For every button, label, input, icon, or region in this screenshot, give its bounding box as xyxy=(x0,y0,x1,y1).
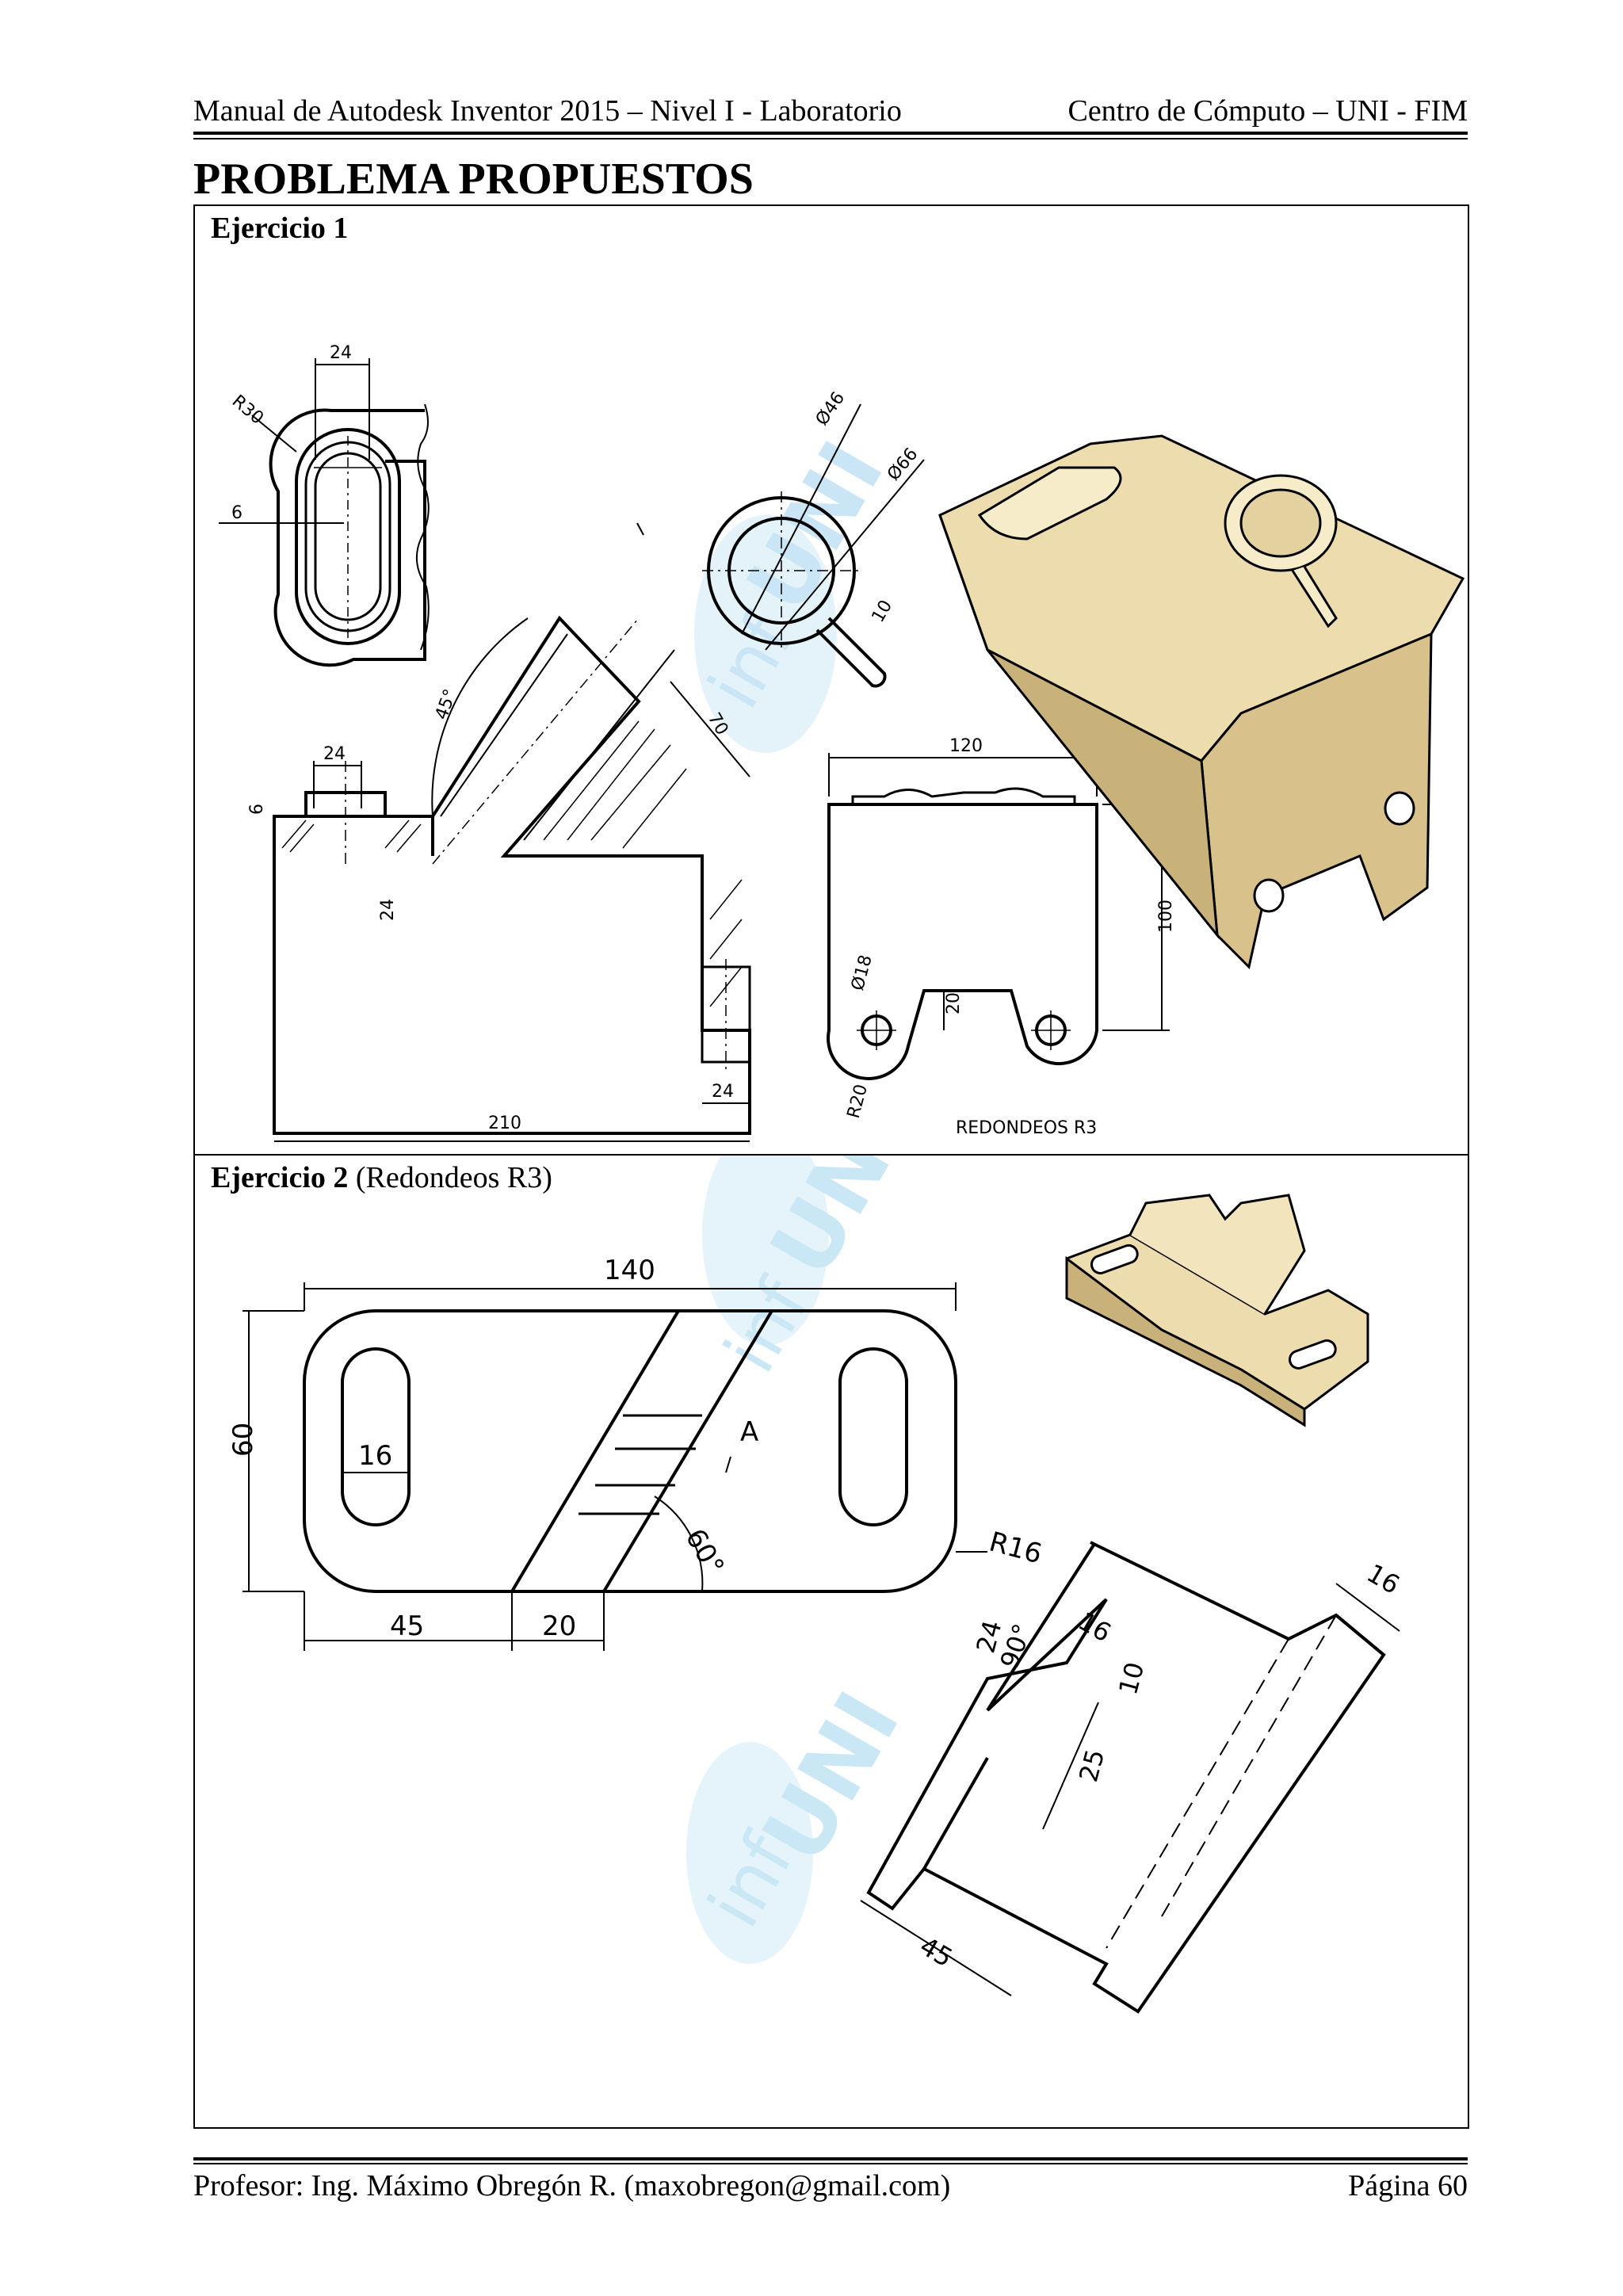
dim-16-top: 16 xyxy=(1361,1558,1404,1600)
exercise-2-box: Ejercicio 2 (Redondeos R3) UNI UNI inf i… xyxy=(193,1154,1469,2129)
dim-6-slot: 6 xyxy=(231,503,242,523)
header-rule-thin xyxy=(193,138,1468,139)
header-right-text: Centro de Cómputo – UNI - FIM xyxy=(1067,94,1468,128)
dim-r16: R16 xyxy=(986,1526,1045,1570)
note-redondeos: REDONDEOS R3 xyxy=(956,1118,1097,1138)
dim-16-slot: 16 xyxy=(358,1440,392,1472)
header-left-text: Manual de Autodesk Inventor 2015 – Nivel… xyxy=(193,94,902,128)
plate-top-view xyxy=(303,1309,957,1593)
dim-25-iso: 25 xyxy=(1073,1746,1110,1785)
isometric-solid-2 xyxy=(1065,1194,1369,1427)
dim-45-iso: 45 xyxy=(915,1931,957,1973)
dims-top-view: 24 R30 6 xyxy=(219,343,370,524)
isometric-line-drawing xyxy=(866,1541,1386,2014)
exercise-1-box: Ejercicio 1 UNI inf 24 R30 6 xyxy=(193,204,1469,1156)
footer-rule-thin xyxy=(193,2163,1468,2164)
exercise-2-drawing: UNI UNI inf inf 140 60 16 xyxy=(227,1156,1405,2014)
dim-60: 60 xyxy=(227,1423,259,1457)
dim-45deg: 45° xyxy=(432,686,461,722)
dim-210: 210 xyxy=(488,1114,521,1133)
dim-6-boss: 6 xyxy=(247,804,267,815)
exercise-2-note: (Redondeos R3) xyxy=(348,1161,552,1194)
footer-page-number: Página 60 xyxy=(1348,2169,1468,2202)
front-view xyxy=(827,787,1098,1080)
exercise-1-drawing: UNI inf 24 R30 6 xyxy=(219,343,1465,1142)
dim-20-plate: 20 xyxy=(542,1610,576,1642)
label-a: A xyxy=(740,1416,758,1448)
section-view xyxy=(273,615,751,1135)
dims-iso: 16 24 90° 16 10 25 45 xyxy=(860,1558,1405,1996)
dim-24-boss: 24 xyxy=(323,744,346,764)
dim-60deg: 60° xyxy=(679,1523,731,1580)
ring-view xyxy=(702,491,887,688)
header-rule-thick xyxy=(193,132,1468,135)
watermark-1: UNI inf xyxy=(693,425,903,753)
exercise-2-title: Ejercicio 2 xyxy=(211,1161,349,1194)
exercise-1-label: Ejercicio 1 xyxy=(211,211,348,246)
dim-24-bottom: 24 xyxy=(712,1082,734,1102)
dim-24-vert: 24 xyxy=(378,899,398,921)
footer-left-text: Profesor: Ing. Máximo Obregón R. (maxobr… xyxy=(193,2169,951,2202)
dim-r20: R20 xyxy=(844,1083,872,1121)
dim-24-top: 24 xyxy=(330,343,352,363)
exercise-1-title: Ejercicio 1 xyxy=(211,212,349,245)
exercise-2-label: Ejercicio 2 (Redondeos R3) xyxy=(211,1160,552,1195)
footer-rule-thick xyxy=(193,2157,1468,2160)
isometric-solid-1 xyxy=(938,434,1465,969)
dim-10-ring: 10 xyxy=(869,597,897,626)
dim-10-iso: 10 xyxy=(1113,1659,1150,1698)
dim-120: 120 xyxy=(949,736,983,756)
top-view-slot xyxy=(269,403,430,667)
dim-140: 140 xyxy=(604,1255,655,1286)
dim-100: 100 xyxy=(1156,900,1176,933)
page-title: PROBLEMA PROPUESTOS xyxy=(193,155,754,204)
dims-section: 24 6 24 45° 70 210 24 xyxy=(247,617,750,1142)
dim-45-plate: 45 xyxy=(390,1610,424,1642)
dim-20: 20 xyxy=(944,992,964,1014)
dim-d46: Ø46 xyxy=(812,388,849,429)
section-hatch xyxy=(281,720,743,1007)
dim-d18: Ø18 xyxy=(848,953,876,992)
